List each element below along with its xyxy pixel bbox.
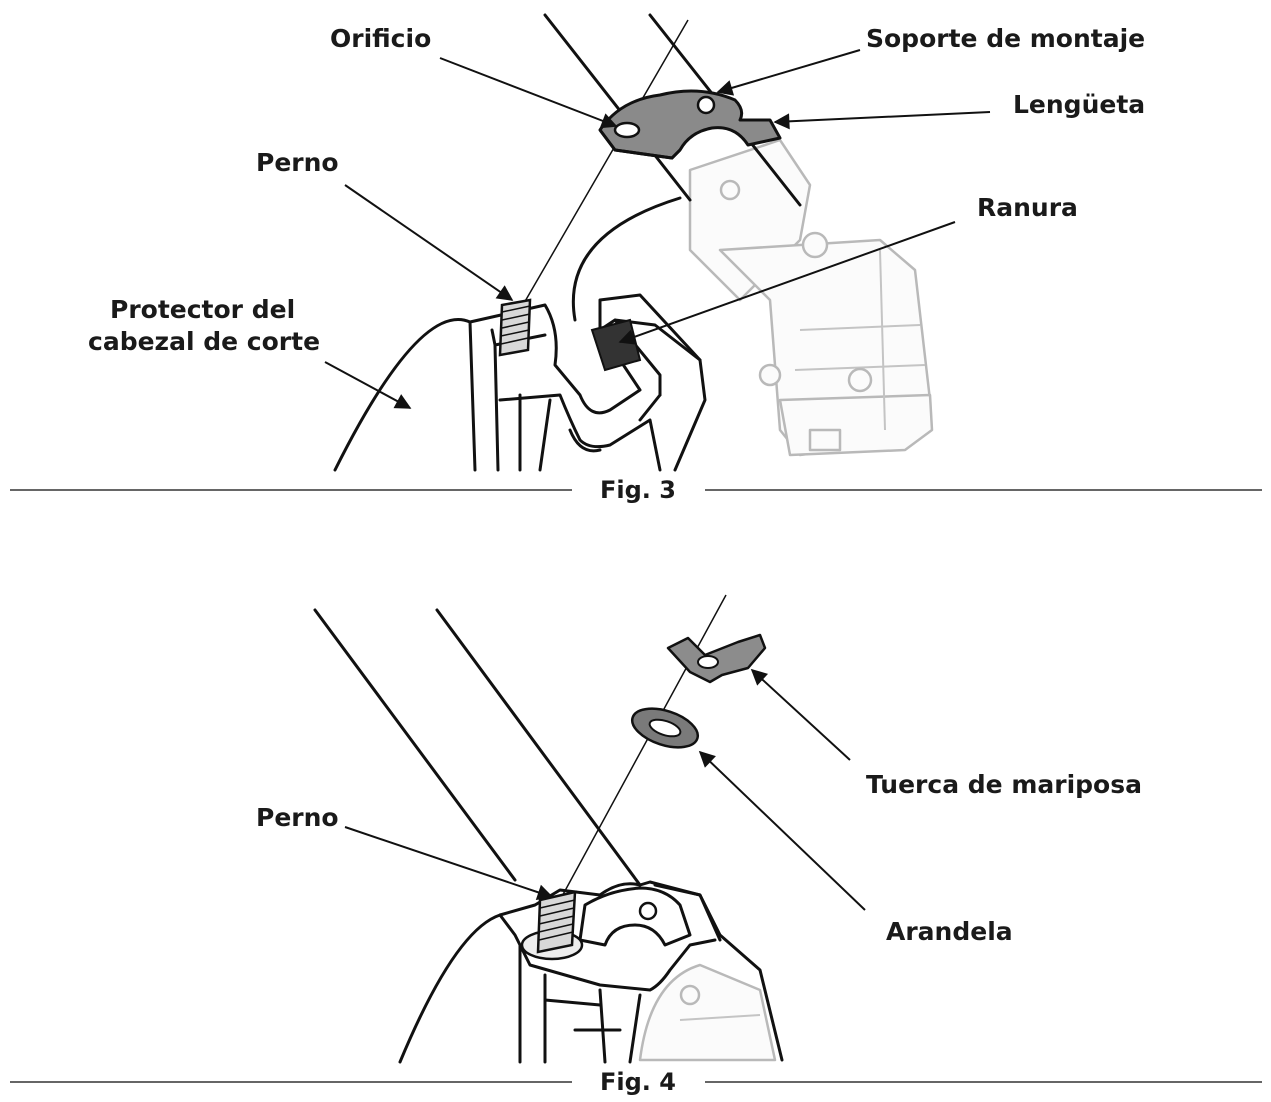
label-protector-line1: Protector del <box>110 295 295 324</box>
label-lengueta: Lengüeta <box>1013 90 1145 119</box>
leader-orificio <box>439 57 618 129</box>
leader-lengueta <box>773 111 991 130</box>
label-soporte-de-montaje: Soporte de montaje <box>866 24 1145 53</box>
figure-3: Orificio Soporte de montaje Lengüeta Per… <box>10 13 1262 504</box>
bolt-axis-line-4 <box>559 594 727 901</box>
cutting-head-guard <box>333 196 707 472</box>
washer <box>630 707 700 749</box>
caption-fig-4: Fig. 4 <box>600 1068 676 1096</box>
shaft-4 <box>313 608 642 887</box>
leader-arandela <box>698 750 866 911</box>
trimmer-head-ghost-4 <box>638 963 777 1062</box>
bolt <box>498 298 532 357</box>
label-arandela: Arandela <box>886 917 1013 946</box>
leader-perno-3 <box>344 184 514 301</box>
label-perno-fig3: Perno <box>256 148 339 177</box>
label-protector-line2: cabezal de corte <box>88 327 320 356</box>
leader-perno-4 <box>344 826 554 900</box>
leader-soporte <box>716 49 861 96</box>
leader-tuerca <box>750 668 851 761</box>
label-ranura: Ranura <box>977 193 1078 222</box>
leader-ranura <box>618 221 956 345</box>
label-orificio: Orificio <box>330 24 431 53</box>
figure-4: Tuerca de mariposa Perno Arandela Fig. 4 <box>10 594 1262 1096</box>
label-perno-fig4: Perno <box>256 803 339 832</box>
label-tuerca-de-mariposa: Tuerca de mariposa <box>866 770 1142 799</box>
trimmer-head-ghost <box>688 138 934 457</box>
wing-nut <box>666 633 767 684</box>
bolt-axis-line <box>519 19 689 311</box>
leader-protector <box>324 361 412 409</box>
caption-fig-3: Fig. 3 <box>600 476 676 504</box>
cutting-head-guard-4 <box>398 880 784 1064</box>
bolt-4 <box>520 890 584 961</box>
mounting-bracket <box>598 89 782 160</box>
